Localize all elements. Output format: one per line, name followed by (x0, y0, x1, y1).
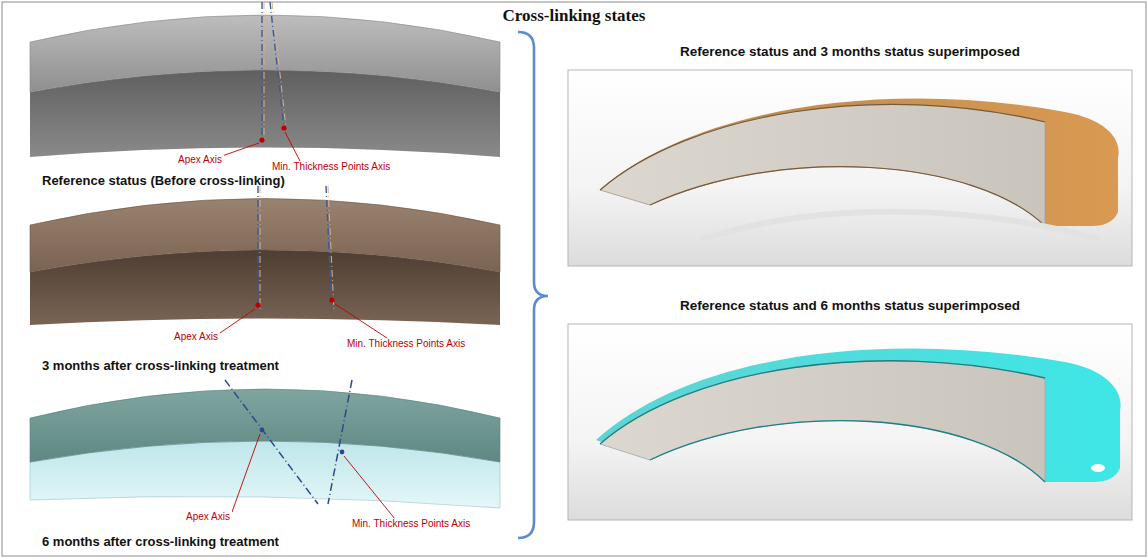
axis-label: Apex Axis (184, 511, 232, 522)
cornea-6-months (30, 380, 500, 519)
axis-label: Min. Thickness Points Axis (270, 161, 392, 172)
panel-heading: Reference status and 6 months status sup… (568, 298, 1132, 313)
figure-title: Cross-linking states (0, 6, 1148, 26)
axis-label: Min. Thickness Points Axis (350, 518, 472, 529)
figure-caption: 6 months after cross-linking treatment (40, 534, 281, 549)
axis-label: Apex Axis (172, 331, 220, 342)
axis-label: Min. Thickness Points Axis (345, 338, 467, 349)
cornea-reference (30, 2, 500, 161)
figure-caption: Reference status (Before cross-linking) (40, 173, 287, 188)
result-panel: Reference status and 3 months status sup… (568, 44, 1132, 266)
superimposed-3-months (568, 70, 1132, 266)
superimposed-6-months (568, 324, 1132, 520)
bracket (518, 32, 548, 538)
figure-caption: 3 months after cross-linking treatment (40, 358, 281, 373)
cornea-3-months (30, 186, 500, 340)
panel-heading: Reference status and 3 months status sup… (568, 44, 1132, 59)
axis-label: Apex Axis (176, 154, 224, 165)
result-panel: Reference status and 6 months status sup… (568, 298, 1132, 520)
